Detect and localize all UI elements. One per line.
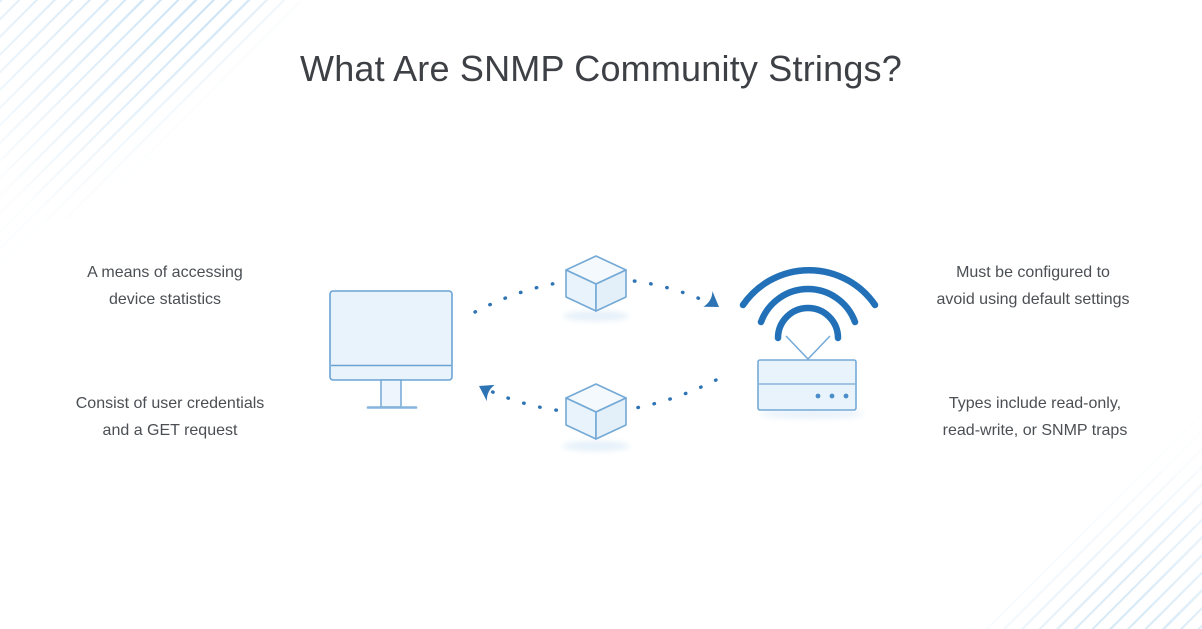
annotation-line: read-write, or SNMP traps [942,422,1128,439]
annotation-bottom-right: Types include read-only, read-write, or … [910,390,1160,444]
response-arrowhead-icon [479,384,495,402]
router-led [843,393,849,399]
annotation-line: Must be configured to [956,264,1110,281]
annotation-line: device statistics [108,291,222,308]
annotation-line: and a GET request [102,422,238,439]
annotation-line: avoid using default settings [936,291,1130,308]
annotation-top-right: Must be configured to avoid using defaul… [908,259,1158,313]
wireless-router-icon [739,267,879,411]
antenna-lines [785,335,831,361]
page-title: What Are SNMP Community Strings? [300,48,902,89]
cube-shadow [563,311,629,321]
cube-shadow [563,441,629,451]
desktop-monitor-icon [329,290,453,409]
request-arrowhead-icon [703,291,719,307]
annotation-line: Consist of user credentials [75,395,265,412]
wifi-signal-icon [739,267,879,342]
annotation-top-left: A means of accessing device statistics [38,259,292,313]
annotation-bottom-left: Consist of user credentials and a GET re… [38,390,302,444]
data-packet-cube-icon [565,383,627,440]
data-packet-cube-icon [565,255,627,312]
response-dotted-path [484,378,718,415]
router-led [815,393,821,399]
router-shadow [760,409,864,419]
annotation-line: Types include read-only, [948,395,1122,412]
request-dotted-path [473,277,714,314]
annotation-line: A means of accessing [87,264,243,281]
router-led [829,393,835,399]
